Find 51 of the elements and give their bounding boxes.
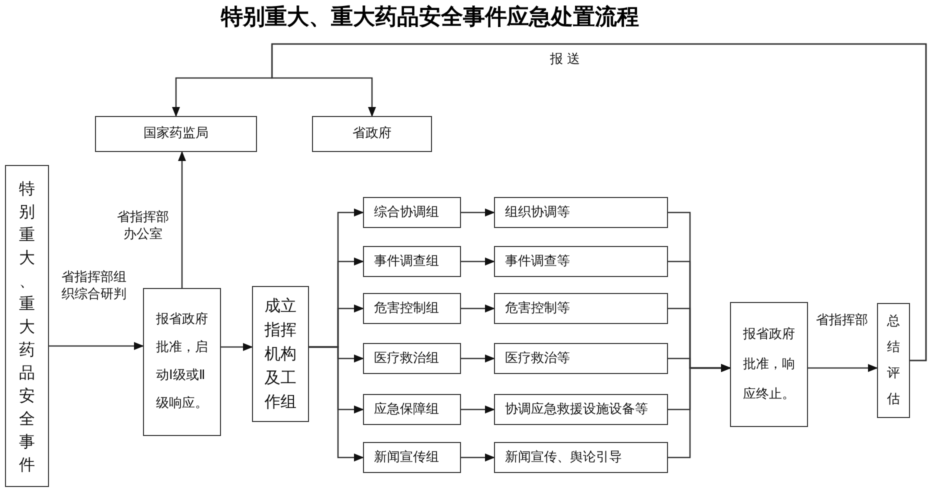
box-text: 特别重大、重大药品安全事件 <box>19 178 35 476</box>
arrow <box>461 354 495 362</box>
process-box <box>312 116 432 152</box>
box-text: 危害控制等 <box>505 300 570 316</box>
process-box <box>730 302 808 427</box>
process-box <box>143 288 221 436</box>
box-text: 综合协调组 <box>374 204 439 220</box>
process-box <box>363 394 461 425</box>
arrow <box>309 346 364 462</box>
diagram-title: 特别重大、重大药品安全事件应急处置流程 <box>220 3 640 32</box>
process-box <box>494 293 668 324</box>
box-text: 报省政府批准，启动Ⅰ级或Ⅱ级响应。 <box>156 311 208 413</box>
box-text: 医疗救治等 <box>505 350 570 366</box>
box-text: 组织协调等 <box>505 204 570 220</box>
process-box <box>363 197 461 228</box>
process-box <box>363 246 461 277</box>
box-text: 总结评估 <box>887 312 900 408</box>
box-text: 省政府 <box>352 126 392 142</box>
process-box <box>877 303 910 418</box>
arrow <box>461 304 495 312</box>
box-text: 事件调查等 <box>505 254 570 270</box>
arrow <box>461 454 495 462</box>
process-box <box>95 116 257 152</box>
process-box <box>494 394 668 425</box>
process-box <box>494 197 668 228</box>
process-box <box>363 343 461 374</box>
arrow <box>668 364 731 458</box>
process-box <box>494 442 668 473</box>
arrow <box>49 342 144 350</box>
box-text: 国家药监局 <box>144 126 208 142</box>
box-text: 协调应急救援设施设备等 <box>505 402 648 418</box>
process-box <box>494 343 668 374</box>
process-box <box>363 293 461 324</box>
process-box <box>494 246 668 277</box>
arrow <box>808 364 878 372</box>
box-text: 医疗救治组 <box>374 350 439 366</box>
arrow <box>178 151 186 288</box>
box-text: 事件调查组 <box>374 254 439 270</box>
box-text: 危害控制组 <box>374 300 439 316</box>
arrow <box>461 208 495 216</box>
arrow <box>221 343 253 351</box>
process-box <box>5 165 49 487</box>
process-box <box>252 286 309 422</box>
box-text: 新闻宣传、舆论引导 <box>505 450 622 466</box>
process-box <box>363 442 461 473</box>
arrow <box>461 258 495 266</box>
box-text: 报省政府批准，响应终止。 <box>743 326 795 404</box>
box-text: 新闻宣传组 <box>374 450 439 466</box>
box-text: 成立指挥机构及工作组 <box>264 295 296 413</box>
box-text: 应急保障组 <box>374 402 439 418</box>
arrow <box>461 406 495 414</box>
